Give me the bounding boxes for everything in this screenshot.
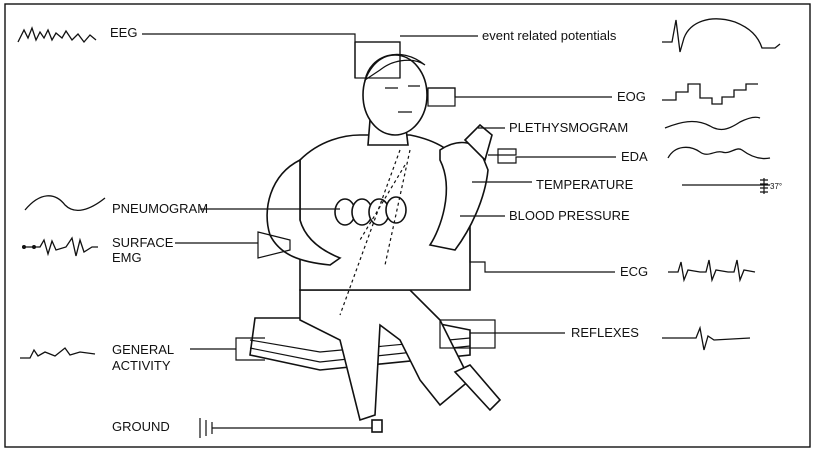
- label-temperature: TEMPERATURE: [536, 177, 634, 192]
- ecg-wave: [668, 260, 755, 280]
- label-eog: EOG: [617, 89, 646, 104]
- label-ground: GROUND: [112, 419, 170, 434]
- label-surface-emg-1: SURFACE: [112, 235, 174, 250]
- label-eda: EDA: [621, 149, 648, 164]
- general-activity-wave: [20, 348, 95, 358]
- label-blood-pressure: BLOOD PRESSURE: [509, 208, 630, 223]
- label-erp: event related potentials: [482, 28, 617, 43]
- label-eeg: EEG: [110, 25, 137, 40]
- label-pneumogram: PNEUMOGRAM: [112, 201, 208, 216]
- label-general-activity-2: ACTIVITY: [112, 358, 171, 373]
- surface-emg-wave: [22, 238, 98, 256]
- eda-wave: [668, 147, 770, 158]
- erp-wave: [662, 19, 780, 52]
- label-general-activity-1: GENERAL: [112, 342, 174, 357]
- temp-value: 37°: [770, 182, 782, 191]
- plethysmogram-wave: [665, 117, 760, 129]
- seated-person-illustration: [250, 54, 500, 432]
- label-surface-emg-2: EMG: [112, 250, 142, 265]
- thermometer-scale: 37°: [760, 178, 782, 194]
- label-ecg: ECG: [620, 264, 648, 279]
- eog-wave: [662, 84, 758, 104]
- label-plethysmogram: PLETHYSMOGRAM: [509, 120, 628, 135]
- label-reflexes: REFLEXES: [571, 325, 639, 340]
- pneumogram-wave: [25, 196, 105, 211]
- eeg-wave: [18, 28, 96, 42]
- reflexes-wave: [662, 328, 750, 350]
